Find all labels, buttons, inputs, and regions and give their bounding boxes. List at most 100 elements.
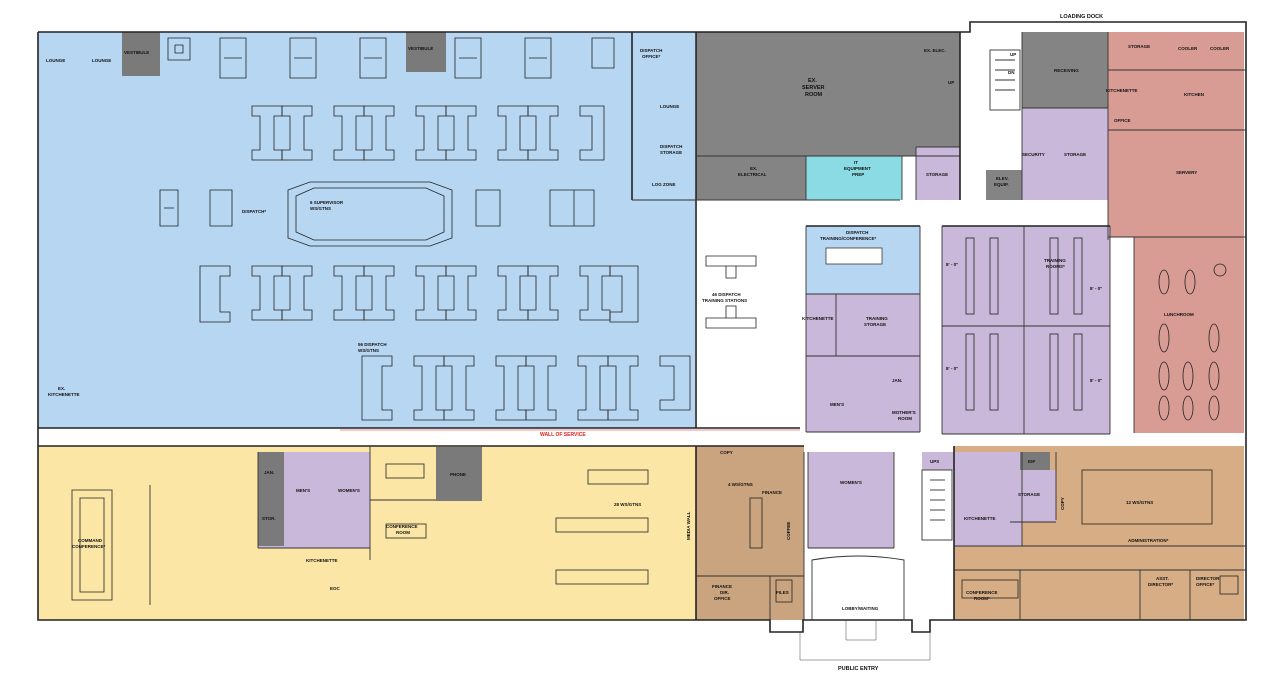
asst-director-label-2: DIRECTOR* <box>1148 582 1173 587</box>
ws-12-label: 12 WS/GTNS <box>1126 500 1153 505</box>
ws-28-label: 28 WS/GTNS <box>614 502 641 507</box>
training-rooms-label: TRAINING <box>1044 258 1066 263</box>
ex-elec-label: EX. ELEC. <box>924 48 946 53</box>
jan-a-label: JAN. <box>892 378 902 383</box>
kitchenette-admin-label: KITCHENETTE <box>964 516 996 521</box>
dispatch-training-label-2: TRAINING/CONFERENCE* <box>820 236 877 241</box>
lunchroom-label: LUNCHROOM <box>1164 312 1194 317</box>
finance-dir-label-2: DIR. <box>720 590 729 595</box>
ex-kitchenette-label: EX. <box>58 386 65 391</box>
eoc-desks <box>385 463 649 585</box>
lounge-c-label: LOUNGE <box>660 104 679 109</box>
ex-kitchenette-zone[interactable] <box>38 378 96 428</box>
admin-tables <box>961 469 1239 599</box>
training-conference-table <box>825 247 883 265</box>
elev-equip-zone[interactable] <box>986 170 1022 200</box>
office-k-label: OFFICE <box>1114 118 1131 123</box>
it-prep-zone[interactable] <box>806 156 902 200</box>
dim-b-label: 8' - 0" <box>1090 286 1102 291</box>
training-storage-zone[interactable] <box>806 294 920 432</box>
finance-desks <box>749 497 793 603</box>
supervisor-label-2: WS/GTNS <box>310 206 331 211</box>
dim-c-label: 8' - 0" <box>946 366 958 371</box>
dispatch-56-label: 56 DISPATCH <box>358 342 387 347</box>
dispatch-56-label-2: WS/GTNS <box>358 348 379 353</box>
mens-a-label: MEN'S <box>830 402 844 407</box>
jan-b-label: JAN. <box>264 470 274 475</box>
conference-room-label: CONFERENCE <box>386 524 418 529</box>
ex-electrical-label-2: ELECTRICAL <box>738 172 767 177</box>
cooler-a-label: COOLER <box>1178 46 1198 51</box>
security-zone[interactable] <box>1022 108 1108 200</box>
vestibule-b-label: VESTIBULE <box>408 46 433 51</box>
lounge-a-label: LOUNGE <box>46 58 65 63</box>
training-storage-label-2: STORAGE <box>864 322 886 327</box>
dispatch-office-zone[interactable] <box>632 32 695 200</box>
storage-c-label: STORAGE <box>1128 44 1150 49</box>
training-desks <box>965 237 1083 411</box>
phone-label: PHONE <box>450 472 466 477</box>
receiving-zone[interactable] <box>1022 32 1108 108</box>
training-rooms-zone[interactable] <box>942 226 1110 434</box>
training-rooms-label-2: ROOMS* <box>1046 264 1065 269</box>
copy-a-label: COPY <box>720 450 733 455</box>
up-b-label: UP <box>1010 52 1016 57</box>
dn-label: DN <box>1008 70 1015 75</box>
kitchen-label: KITCHEN <box>1184 92 1204 97</box>
asst-director-label: ASST. <box>1156 576 1169 581</box>
cooler-b-label: COOLER <box>1210 46 1230 51</box>
ups-label: UPS <box>930 459 939 464</box>
it-prep-label-2: EQUIPMENT <box>844 166 871 171</box>
kitchenette-mid-label: KITCHENETTE <box>802 316 834 321</box>
lunchroom-tables <box>1158 263 1227 421</box>
mothers-label: MOTHER'S <box>892 410 916 415</box>
wall-of-service-label: WALL OF SERVICE <box>540 432 586 438</box>
vestibule-b-zone <box>406 32 446 72</box>
ex-electrical-zone[interactable] <box>696 156 806 200</box>
conference-room-label-2: ROOM <box>396 530 410 535</box>
jan-b-zone[interactable] <box>258 452 284 546</box>
eoc-label: EOC <box>330 586 341 591</box>
storage-d-label: STORAGE <box>1018 492 1040 497</box>
ex-kitchenette-label-2: KITCHENETTE <box>48 392 80 397</box>
dispatch-office-label-2: OFFICE* <box>642 54 660 59</box>
dispatch-zone[interactable] <box>38 32 695 428</box>
elev-equip-label-2: EQUIP. <box>994 182 1009 187</box>
server-room-zone[interactable] <box>696 32 960 156</box>
server-room-label: EX. <box>808 78 817 84</box>
ex-electrical-label: EX. <box>750 166 757 171</box>
coffee-label: COFFEE <box>786 522 791 540</box>
womens-b-label: WOMEN'S <box>338 488 360 493</box>
conference-admin-label-2: ROOM* <box>974 596 990 601</box>
vestibule-a-label: VESTIBULE <box>124 50 149 55</box>
lunchroom-zone[interactable] <box>1134 237 1244 433</box>
dispatch-storage-label-2: STORAGE <box>660 150 682 155</box>
idf-zone <box>1020 452 1050 470</box>
files-label: FILES <box>776 590 789 595</box>
finance-dir-label-3: OFFICE <box>714 596 731 601</box>
womens-c-label: WOMEN'S <box>840 480 862 485</box>
vestibule-a-zone <box>122 32 160 76</box>
dim-a-label: 8' - 0" <box>946 262 958 267</box>
up-a-label: UP <box>948 80 954 85</box>
dispatch-label: DISPATCH* <box>242 209 266 214</box>
training-stations-label: 46 DISPATCH <box>712 292 741 297</box>
womens-c-zone[interactable] <box>808 452 894 548</box>
server-room-label-3: ROOM <box>805 92 823 98</box>
command-label-2: CONFERENCE* <box>72 544 106 549</box>
director-label: DIRECTOR <box>1196 576 1220 581</box>
zone-label: LOG ZONE <box>652 182 676 187</box>
storage-d-zone[interactable] <box>1010 470 1056 522</box>
storage-a-label: STORAGE <box>926 172 948 177</box>
finance-dir-label: FINANCE <box>712 584 732 589</box>
mothers-label-2: ROOM <box>898 416 912 421</box>
phone-zone[interactable] <box>436 447 482 501</box>
supervisor-label: 6 SUPERVISOR <box>310 200 344 205</box>
dispatch-office-label: DISPATCH <box>640 48 662 53</box>
public-entry-label: PUBLIC ENTRY <box>838 666 879 672</box>
kitchen-zone[interactable] <box>1108 32 1244 237</box>
stor-label: STOR. <box>262 516 276 521</box>
it-prep-label: IT <box>854 160 858 165</box>
loading-dock-label: LOADING DOCK <box>1060 14 1103 20</box>
